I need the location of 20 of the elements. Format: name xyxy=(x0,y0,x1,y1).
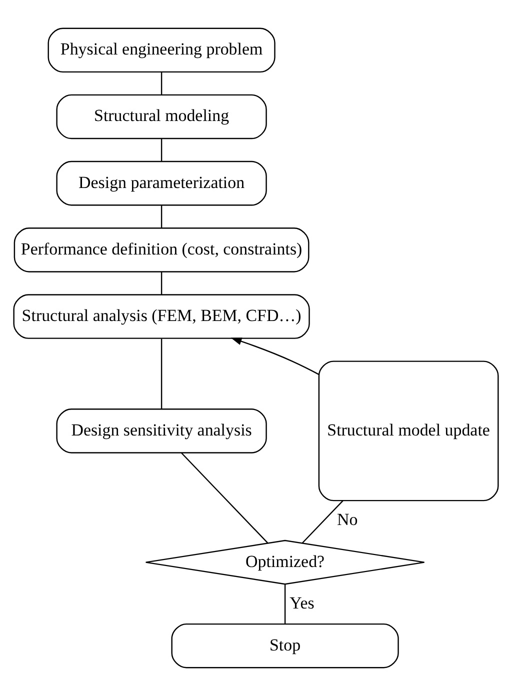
node-box: Physical engineering problem xyxy=(47,28,275,73)
connector xyxy=(160,338,162,410)
edge-label: No xyxy=(336,510,358,530)
connector xyxy=(160,205,162,228)
connector xyxy=(160,72,162,95)
connector xyxy=(160,138,162,162)
connector xyxy=(180,452,268,544)
node-box: Design sensitivity analysis xyxy=(56,408,266,454)
node-box: Performance definition (cost, constraints) xyxy=(13,228,309,272)
node-diamond: Optimized? xyxy=(144,540,424,585)
edge-label: Yes xyxy=(289,594,314,613)
node-box: Structural analysis (FEM, BEM, CFD…) xyxy=(12,294,310,339)
connector xyxy=(160,272,162,295)
arrow xyxy=(230,338,319,375)
node-box: Structural model update xyxy=(318,360,498,502)
connector xyxy=(284,584,286,624)
node-box: Stop xyxy=(170,623,398,668)
node-box: Design parameterization xyxy=(56,160,266,206)
node-box: Structural modeling xyxy=(56,94,266,140)
connector xyxy=(301,500,343,544)
